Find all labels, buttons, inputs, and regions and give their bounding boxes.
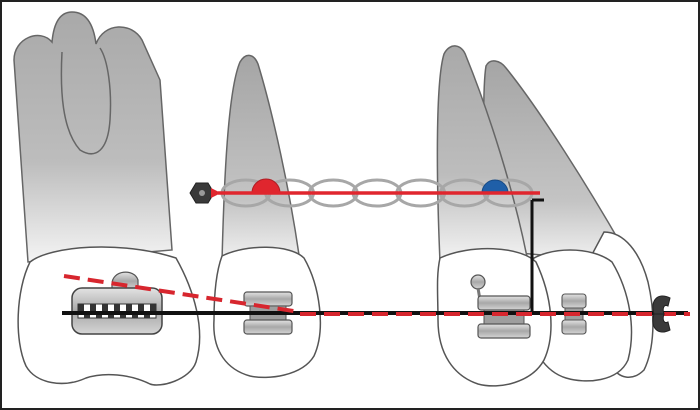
- premolar-root: [221, 54, 301, 263]
- canine-bracket-wing-top: [477, 295, 531, 311]
- canine-bracket-wing-bottom: [477, 323, 531, 339]
- end-hook: [652, 295, 671, 333]
- slot-checker-square: [114, 304, 120, 311]
- canine-bracket: [470, 274, 531, 339]
- occlusal-plane-dashed-left: [63, 274, 301, 314]
- molar-root-furcation: [60, 47, 112, 155]
- hook-center: [199, 190, 205, 196]
- lateral-incisor-tooth: [482, 60, 654, 382]
- blue-half-circle-marker: [481, 179, 509, 194]
- slot-checker-square: [90, 304, 96, 311]
- slot-checker-square: [138, 304, 144, 311]
- slot-checker-square: [150, 304, 156, 311]
- slot-checker-square: [126, 304, 132, 311]
- premolar-bracket-wing-top: [243, 291, 293, 307]
- molar-roots: [13, 11, 173, 263]
- red-half-circle-marker: [251, 178, 281, 194]
- reference-lines: [62, 198, 690, 316]
- end-hook-lower-icon: [652, 313, 671, 333]
- end-hook-icon: [652, 295, 671, 315]
- premolar-bracket: [243, 291, 293, 335]
- lateral-bracket-wing-top: [561, 293, 587, 309]
- lateral-incisor-bracket: [561, 293, 587, 335]
- slot-checker-square: [102, 304, 108, 311]
- slot-checker-square: [78, 304, 84, 311]
- premolar-bracket-wing-bottom: [243, 319, 293, 335]
- canine-bracket-ball-hook: [470, 274, 486, 290]
- lateral-bracket-wing-bottom: [561, 319, 587, 335]
- canine-tooth: [436, 45, 552, 387]
